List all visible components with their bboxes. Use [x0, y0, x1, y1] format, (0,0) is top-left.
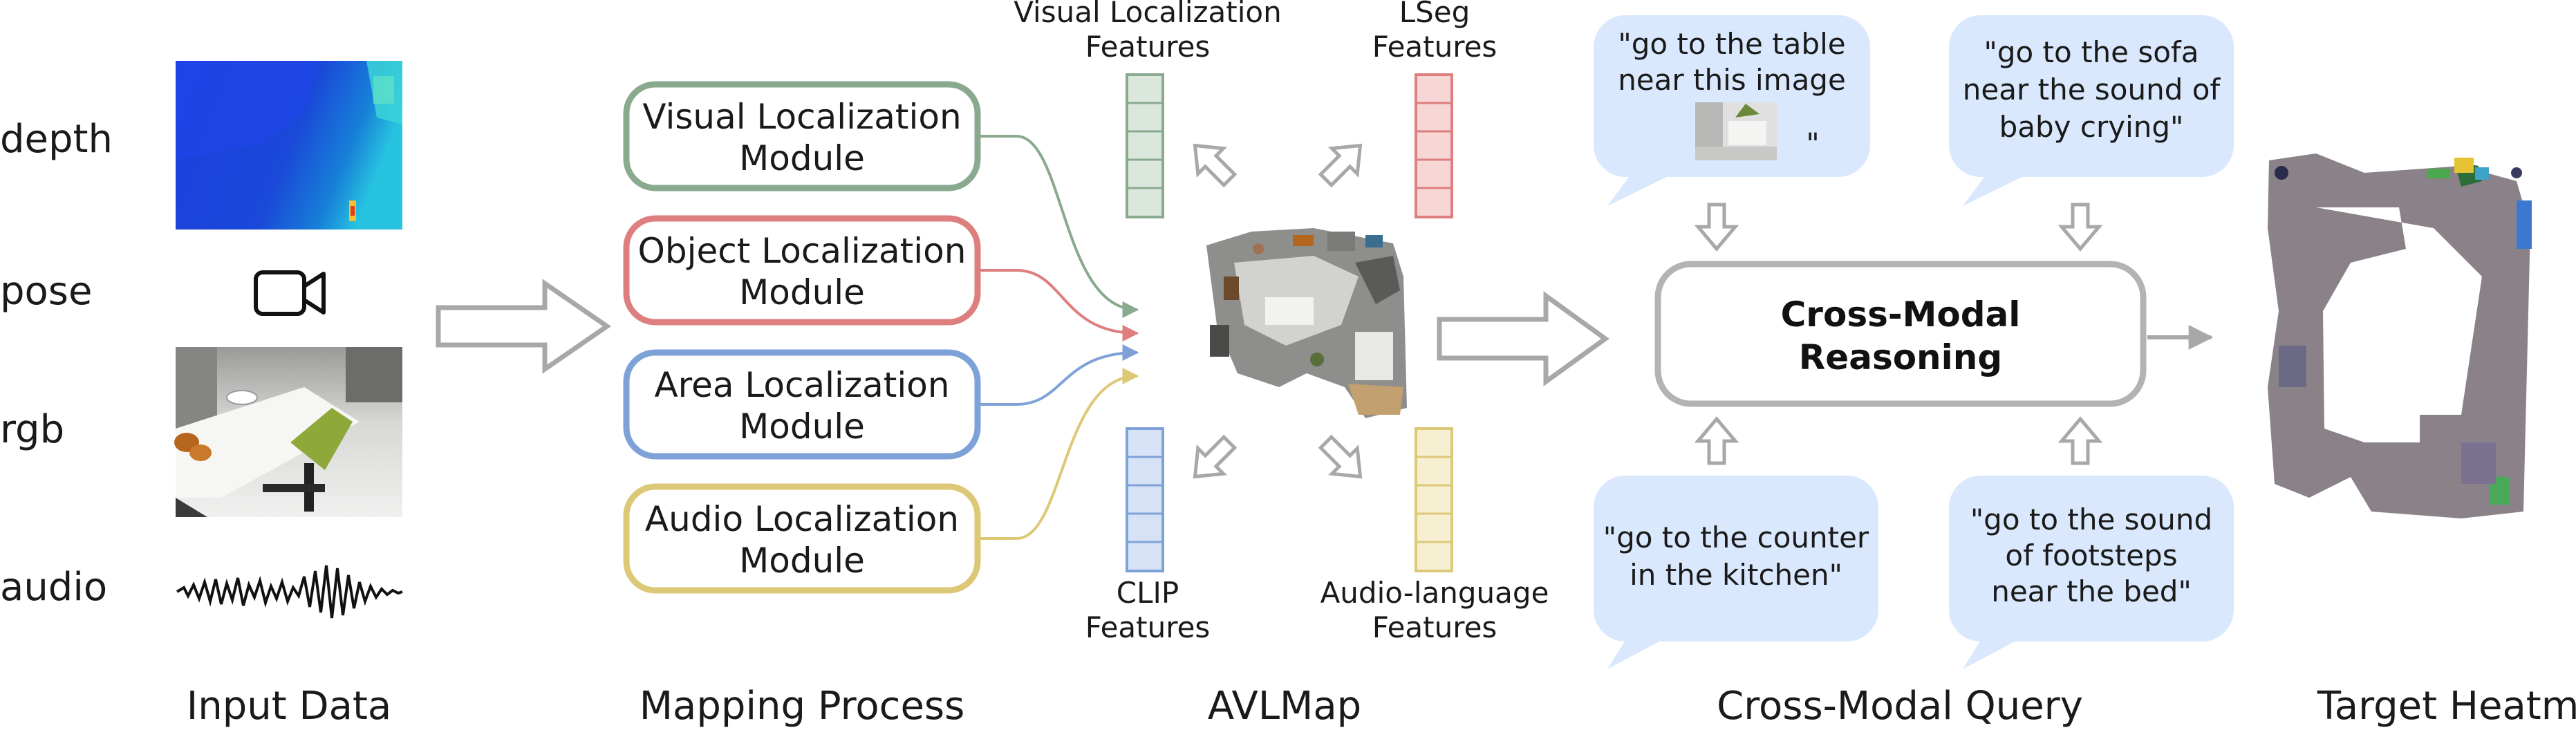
lseg-features-label-1: LSeg: [1399, 0, 1471, 29]
visual-features-stack: [1126, 73, 1164, 218]
query-top-left-line1: "go to the table: [1618, 27, 1845, 61]
svg-text:Module: Module: [739, 406, 865, 447]
input-label-depth: depth: [0, 117, 113, 162]
connector-object: [979, 269, 1139, 341]
svg-text:Area Localization: Area Localization: [654, 365, 949, 405]
svg-text:Module: Module: [739, 272, 865, 312]
diag-arrow-to-lseg: [1318, 143, 1363, 188]
connector-visual: [979, 135, 1139, 318]
input-data-title: Input Data: [187, 684, 392, 729]
diag-arrow-to-clip: [1193, 434, 1238, 479]
target-heatmap-section: Target Heatmap: [2268, 153, 2576, 729]
query-top-right-line3: baby crying": [1999, 110, 2184, 144]
visual-localization-module: Visual Localization Module: [623, 81, 981, 191]
input-data-section: depth pose rgb audio: [0, 61, 403, 729]
arrow-input-to-mapping: [436, 279, 612, 374]
query-top-left-line2: near this image: [1618, 63, 1846, 97]
query-bubble-bottom-left: "go to the counter in the kitchen": [1594, 476, 1878, 669]
query-image-thumbnail: [1695, 102, 1777, 160]
query-bubble-top-left: "go to the table near this image ": [1594, 15, 1870, 206]
cross-modal-reasoning-box: Cross-Modal Reasoning: [1654, 261, 2147, 407]
target-heatmap-title: Target Heatmap: [2317, 684, 2576, 729]
diag-arrow-to-audio: [1318, 434, 1363, 479]
audio-features-label-1: Audio-language: [1320, 576, 1549, 610]
mapping-process-section: Visual Localization Module Object Locali…: [623, 81, 981, 729]
audio-features-label-2: Features: [1372, 610, 1497, 644]
query-top-right-line1: "go to the sofa: [1984, 35, 2199, 69]
reasoning-line1: Cross-Modal: [1781, 294, 2021, 335]
cross-modal-query-section: "go to the table near this image " "go t…: [1594, 15, 2234, 729]
small-arrow-bottom-right: [2057, 416, 2103, 465]
clip-features-label-1: CLIP: [1117, 576, 1179, 610]
clip-features-stack: [1126, 427, 1164, 572]
audio-features-stack: [1415, 427, 1453, 572]
area-localization-module: Area Localization Module: [623, 349, 981, 460]
small-arrow-top-right: [2057, 203, 2103, 252]
svg-text:Object Localization: Object Localization: [638, 231, 967, 271]
object-localization-module: Object Localization Module: [623, 215, 981, 326]
lseg-features-label-2: Features: [1372, 30, 1497, 64]
connector-area: [979, 344, 1139, 406]
input-label-audio: audio: [0, 565, 107, 610]
svg-text:Audio Localization: Audio Localization: [645, 499, 959, 539]
query-top-right-line2: near the sound of: [1963, 73, 2221, 106]
svg-text:Module: Module: [739, 541, 865, 581]
lseg-features-stack: [1415, 73, 1453, 218]
cross-modal-query-title: Cross-Modal Query: [1717, 684, 2083, 729]
avlmap-section: Visual Localization Features LSeg Featur…: [1014, 0, 1549, 729]
audio-localization-module: Audio Localization Module: [623, 483, 981, 594]
small-arrow-top-left: [1694, 203, 1739, 252]
small-arrow-bottom-left: [1694, 416, 1739, 465]
connector-audio: [979, 368, 1139, 540]
svg-text:Module: Module: [739, 138, 865, 178]
depth-image: [176, 61, 402, 230]
svg-text:Visual Localization: Visual Localization: [642, 97, 961, 137]
query-bubble-top-right: "go to the sofa near the sound of baby c…: [1949, 15, 2234, 206]
query-bottom-right-line2: of footsteps: [2005, 539, 2177, 572]
input-label-pose: pose: [0, 269, 92, 314]
input-label-rgb: rgb: [0, 407, 64, 452]
query-bottom-left-line2: in the kitchen": [1630, 558, 1842, 592]
query-bubble-bottom-right: "go to the sound of footsteps near the b…: [1949, 476, 2234, 669]
query-top-left-line3: ": [1806, 127, 1819, 160]
camera-icon: [254, 270, 326, 316]
mapping-process-title: Mapping Process: [640, 684, 965, 729]
reasoning-line2: Reasoning: [1799, 337, 2002, 377]
avlmap-title: AVLMap: [1208, 684, 1361, 729]
avlmap-point-cloud: [1206, 228, 1407, 418]
diag-arrow-to-visual: [1193, 143, 1238, 188]
query-bottom-left-line1: "go to the counter: [1603, 521, 1869, 554]
target-heatmap-point-cloud: [2268, 153, 2532, 518]
visual-features-label-2: Features: [1085, 30, 1211, 64]
arrow-map-to-reasoning: [1437, 291, 1609, 386]
rgb-image: [174, 347, 402, 517]
query-bottom-right-line3: near the bed": [1991, 574, 2192, 608]
audio-waveform: [176, 565, 403, 619]
clip-features-label-2: Features: [1085, 610, 1211, 644]
visual-features-label-1: Visual Localization: [1014, 0, 1282, 29]
query-bottom-right-line1: "go to the sound: [1970, 503, 2212, 536]
